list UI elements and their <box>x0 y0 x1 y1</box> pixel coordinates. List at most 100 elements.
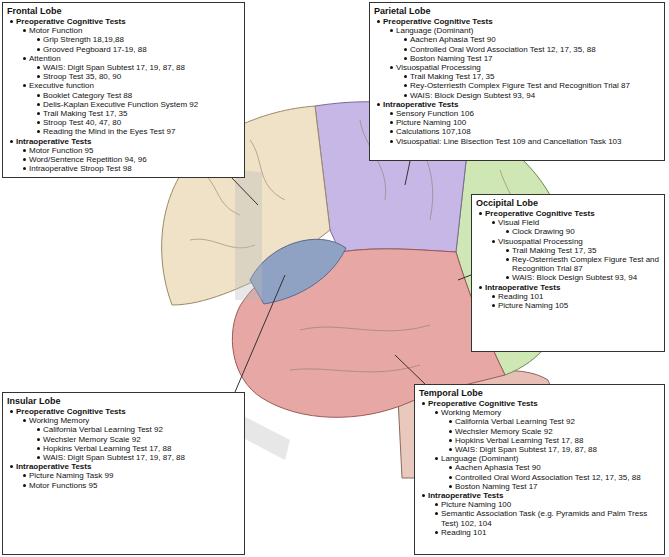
test-item: Picture Naming 100 <box>441 500 511 509</box>
test-item: Working Memory <box>441 408 501 417</box>
test-item: Intraoperative Stroop Test 98 <box>29 164 132 173</box>
test-item: Sensory Function 106 <box>396 109 474 118</box>
test-item: Motor Function 95 <box>29 146 93 155</box>
test-item: WAIS: Digit Span Subtest 17, 19, 87, 88 <box>455 445 597 454</box>
list-line: WAIS: Block Design Subtest 93, 94 <box>476 273 660 282</box>
lobe-box: Parietal LobePreoperative Cognitive Test… <box>369 2 665 161</box>
lobe-box: Occipital LobePreoperative Cognitive Tes… <box>471 194 665 352</box>
bullet <box>37 112 40 115</box>
test-item: Boston Naming Test 17 <box>410 54 493 63</box>
bullet <box>10 410 13 413</box>
list-line: Hopkins Verbal Learning Test 17, 88 <box>419 436 660 445</box>
list-line: Preoperative Cognitive Tests <box>374 17 660 26</box>
bullet <box>37 456 40 459</box>
test-item: Visuospatial: Line Bisection Test 109 an… <box>396 137 621 146</box>
test-item: Rey-Osterriesth Complex Figure Test and … <box>512 255 659 273</box>
bullet <box>23 57 26 60</box>
list-line: Motor Function <box>7 26 240 35</box>
test-item: Boston Naming Test 17 <box>455 482 538 491</box>
bullet <box>37 66 40 69</box>
test-item: Controlled Oral Word Association Test 12… <box>455 473 641 482</box>
section-heading: Preoperative Cognitive Tests <box>383 17 493 26</box>
list-line: Working Memory <box>419 408 660 417</box>
test-item: Reading the Mind in the Eyes Test 97 <box>43 127 175 136</box>
lobe-box: Temporal LobePreoperative Cognitive Test… <box>414 384 665 555</box>
list-line: Picture Naming 100 <box>419 500 660 509</box>
list-line: Trail Making Test 17, 35 <box>476 246 660 255</box>
bullet <box>377 20 380 23</box>
list-line: Intraoperative Tests <box>7 462 240 471</box>
section-heading: Intraoperative Tests <box>428 491 503 500</box>
bullet <box>435 411 438 414</box>
test-item: Working Memory <box>29 416 89 425</box>
test-item: Aachen Aphasia Test 90 <box>410 35 496 44</box>
list-line: Boston Naming Test 17 <box>419 482 660 491</box>
section-heading: Preoperative Cognitive Tests <box>485 209 595 218</box>
list-line: Intraoperative Tests <box>7 137 240 146</box>
list-line: California Verbal Learning Test 92 <box>419 417 660 426</box>
bullet <box>37 130 40 133</box>
bullet <box>23 158 26 161</box>
bullet <box>37 428 40 431</box>
test-item: WAIS: Digit Span Subtest 17, 19, 87, 88 <box>43 63 185 72</box>
bullet <box>479 286 482 289</box>
box-title: Frontal Lobe <box>7 6 62 16</box>
test-item: WAIS: Digit Span Subtest 17, 19, 87, 88 <box>43 453 185 462</box>
list-line: Parietal Lobe <box>374 6 660 17</box>
bullet <box>492 295 495 298</box>
bullet <box>23 84 26 87</box>
test-item: Executive function <box>29 81 94 90</box>
bullet <box>506 276 509 279</box>
test-item: California Verbal Learning Test 92 <box>43 425 163 434</box>
list-line: Language (Dominant) <box>419 454 660 463</box>
test-item: California Verbal Learning Test 92 <box>455 417 575 426</box>
list-line: Visuospatial Processing <box>374 63 660 72</box>
bullet <box>449 466 452 469</box>
list-line: Rey-Osterriesth Complex Figure Test and … <box>374 81 660 90</box>
bullet <box>390 112 393 115</box>
bullet <box>506 249 509 252</box>
test-item: Word/Sentence Repetition 94, 96 <box>29 155 147 164</box>
list-line: Preoperative Cognitive Tests <box>7 407 240 416</box>
list-line: Preoperative Cognitive Tests <box>476 209 660 218</box>
list-line: Preoperative Cognitive Tests <box>7 17 240 26</box>
bullet <box>23 419 26 422</box>
test-item: Booklet Category Test 88 <box>43 91 132 100</box>
list-line: Trail Making Test 17, 35 <box>7 109 240 118</box>
bullet <box>37 447 40 450</box>
list-line: Preoperative Cognitive Tests <box>419 399 660 408</box>
list-line: Executive function <box>7 81 240 90</box>
bullet <box>23 29 26 32</box>
bullet <box>390 29 393 32</box>
bullet <box>37 38 40 41</box>
bullet <box>37 48 40 51</box>
list-line: Motor Functions 95 <box>7 481 240 490</box>
test-item: Language (Dominant) <box>396 26 473 35</box>
test-item: Visual Field <box>498 218 539 227</box>
section-heading: Intraoperative Tests <box>485 283 560 292</box>
test-item: Wechsler Memory Scale 92 <box>43 435 141 444</box>
list-line: Wechsler Memory Scale 92 <box>7 435 240 444</box>
list-line: Picture Naming Task 99 <box>7 471 240 480</box>
leader-lines <box>230 161 471 392</box>
list-line: Reading the Mind in the Eyes Test 97 <box>7 127 240 136</box>
bullet <box>37 94 40 97</box>
list-line: Controlled Oral Word Association Test 12… <box>374 45 660 54</box>
list-line: Reading 101 <box>476 292 660 301</box>
test-item: Language (Dominant) <box>441 454 518 463</box>
list-line: Controlled Oral Word Association Test 12… <box>419 473 660 482</box>
list-line: Hopkins Verbal Learning Test 17, 88 <box>7 444 240 453</box>
test-item: Calculations 107,108 <box>396 127 471 136</box>
list-line: Aachen Aphasia Test 90 <box>374 35 660 44</box>
list-line: Insular Lobe <box>7 396 240 407</box>
section-heading: Intraoperative Tests <box>16 137 91 146</box>
bullet <box>404 94 407 97</box>
list-line: Booklet Category Test 88 <box>7 91 240 100</box>
list-line: Picture Naming 105 <box>476 301 660 310</box>
test-item: Trail Making Test 17, 35 <box>410 72 494 81</box>
list-line: Word/Sentence Repetition 94, 96 <box>7 155 240 164</box>
bullet <box>492 304 495 307</box>
test-item: Reading 101 <box>498 292 543 301</box>
list-line: Reading 101 <box>419 528 660 537</box>
list-line: Sensory Function 106 <box>374 109 660 118</box>
